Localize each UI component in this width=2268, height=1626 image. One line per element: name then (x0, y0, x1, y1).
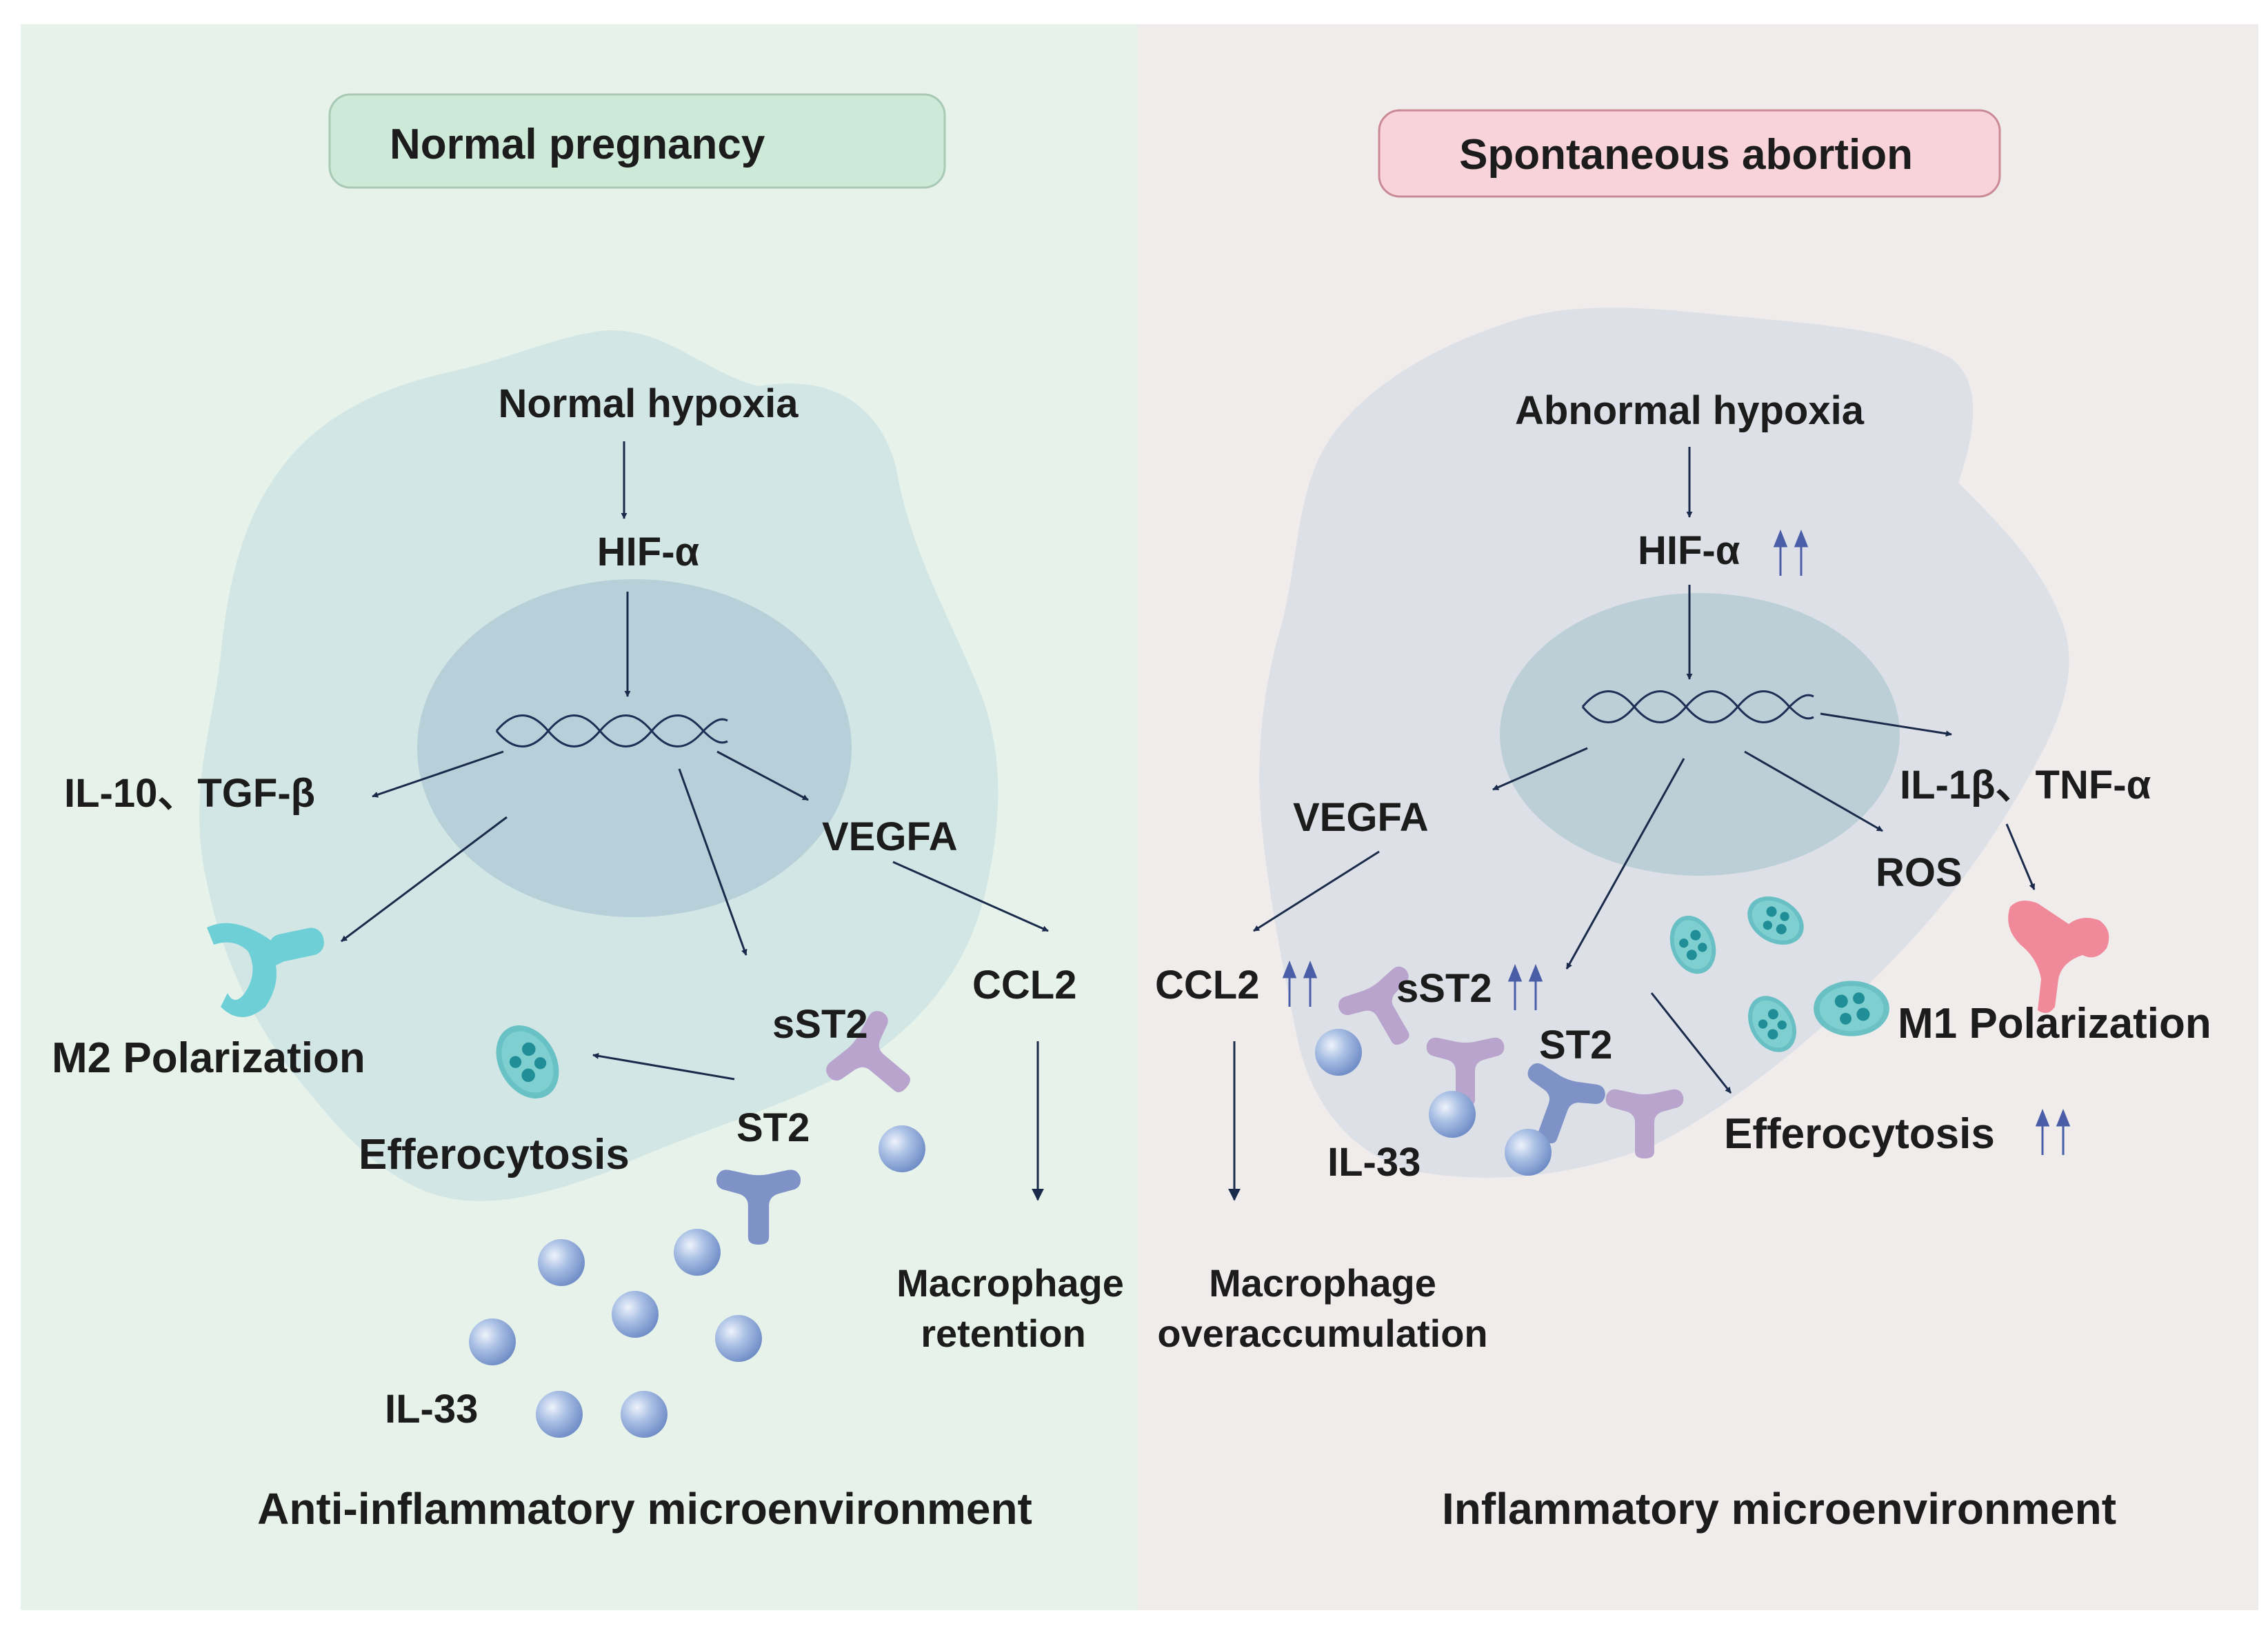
up-arrow-icon (1282, 529, 2071, 1155)
left-macrophage-line2: retention (921, 1312, 1086, 1355)
il33-ball-icon (612, 1291, 659, 1338)
right-ros-label: ROS (1876, 850, 1963, 895)
il33-ball-icon (879, 1125, 925, 1172)
right-footer: Inflammatory microenvironment (1442, 1484, 2116, 1534)
right-cytokines-label: IL-1β、TNF-α (1900, 763, 2151, 807)
il33-ball-icon (1505, 1129, 1552, 1176)
left-title-box (328, 93, 946, 189)
right-title-box (1378, 109, 2001, 198)
right-nucleus (1500, 593, 1900, 876)
apoptotic-body-icon (1814, 981, 1889, 1036)
left-macrophage-line1: Macrophage (896, 1261, 1124, 1305)
left-footer: Anti-inflammatory microenvironment (257, 1484, 1032, 1534)
right-title: Spontaneous abortion (1459, 131, 1913, 179)
left-vegfa-label: VEGFA (822, 814, 958, 859)
il33-ball-icon (538, 1239, 585, 1286)
right-efferocytosis-label: Efferocytosis (1724, 1110, 1995, 1158)
left-nucleus (417, 579, 852, 917)
right-vegfa-label: VEGFA (1293, 795, 1429, 840)
right-ccl2-label: CCL2 (1155, 963, 1259, 1007)
left-efferocytosis-label: Efferocytosis (359, 1131, 630, 1178)
left-polarization-label: M2 Polarization (52, 1034, 365, 1082)
right-sst2-label: sST2 (1396, 966, 1492, 1011)
right-macrophage-line2: overaccumulation (1157, 1312, 1487, 1355)
left-st2-label: ST2 (736, 1105, 810, 1150)
left-hif-label: HIF-α (597, 530, 700, 574)
right-hif-label: HIF-α (1638, 528, 1740, 573)
il33-ball-icon (536, 1391, 583, 1438)
right-hypoxia-label: Abnormal hypoxia (1515, 388, 1865, 433)
left-hypoxia-label: Normal hypoxia (498, 381, 799, 426)
right-st2-label: ST2 (1539, 1023, 1612, 1067)
m2-receptor-icon (207, 923, 324, 1017)
il33-ball-icon (1429, 1091, 1476, 1138)
m1-receptor-icon (2008, 901, 2109, 1013)
right-dna-helix-icon (1581, 690, 1814, 723)
il33-ball-icon (1315, 1029, 1362, 1076)
right-arrows (1253, 447, 2036, 1094)
left-cytokines-label: IL-10、TGF-β (64, 771, 315, 816)
left-arrows (341, 441, 1049, 1081)
il33-ball-icon (674, 1229, 721, 1276)
left-title: Normal pregnancy (390, 121, 765, 168)
left-ccl2-label: CCL2 (972, 963, 1076, 1007)
right-il33-label: IL-33 (1327, 1140, 1421, 1185)
left-sst2-label: sST2 (772, 1002, 868, 1047)
right-polarization-label: M1 Polarization (1898, 1000, 2211, 1047)
il33-ball-icon (715, 1315, 762, 1362)
left-dna-helix-icon (495, 714, 728, 747)
il33-ball-icon (469, 1318, 516, 1365)
right-macrophage-line1: Macrophage (1209, 1261, 1436, 1305)
il33-ball-icon (621, 1391, 668, 1438)
left-il33-label: IL-33 (385, 1387, 478, 1432)
